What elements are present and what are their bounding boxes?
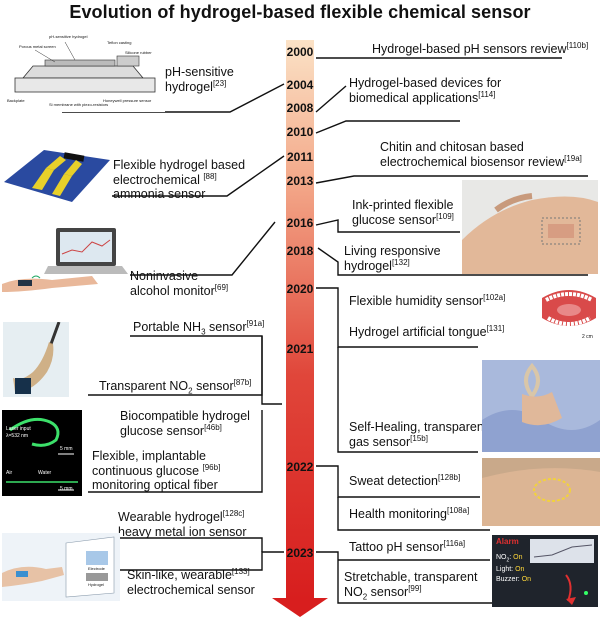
label-skin-like: Skin-like, wearable[133] electrochemical… — [127, 566, 255, 597]
year-2008: 2008 — [286, 101, 314, 115]
connector-lines — [62, 57, 588, 604]
year-2004: 2004 — [286, 78, 314, 92]
label-health: Health monitoring[108a] — [349, 505, 470, 521]
alcohol-monitor-image — [2, 222, 130, 300]
year-2018: 2018 — [286, 244, 314, 258]
label-sweat: Sweat detection[128b] — [349, 472, 461, 488]
label-optical-fiber: Flexible, implantable continuous glucose… — [92, 449, 221, 492]
label-tattoo-ph: Tattoo pH sensor[116a] — [349, 538, 466, 554]
year-2022: 2022 — [286, 460, 314, 474]
alarm-status: NO2: On Light: On Buzzer: On — [496, 554, 532, 584]
label-heavy-metal: Wearable hydrogel[128c] heavy metal ion … — [118, 508, 247, 539]
year-2013: 2013 — [286, 174, 314, 188]
label-artificial-tongue: Hydrogel artificial tongue[131] — [349, 323, 505, 339]
label-chitin-review: Chitin and chitosan based electrochemica… — [380, 140, 582, 169]
tattoo-ph-alarm-image: Alarm NO2: On Light: On Buzzer: On — [492, 535, 598, 607]
label-biomedical: Hydrogel-based devices for biomedical ap… — [349, 76, 502, 105]
ammonia-sensor-image — [2, 138, 112, 204]
timeline-arrow — [272, 40, 328, 617]
label-nh3-sensor: Portable NH3 sensor[91a] — [133, 318, 265, 337]
nh3-no2-sensor-image — [3, 322, 69, 397]
label-living-hydrogel: Living responsive hydrogel[132] — [344, 244, 441, 273]
label-humidity: Flexible humidity sensor[102a] — [349, 292, 506, 308]
ph-hydrogel-device-diagram: pH-sensitive hydrogel Porous metal scree… — [5, 30, 165, 112]
sweat-detection-image — [482, 458, 600, 526]
year-2021: 2021 — [286, 342, 314, 356]
label-alcohol-monitor: Noninvasive alcohol monitor[69] — [130, 269, 229, 298]
year-2000: 2000 — [286, 45, 314, 59]
skin-like-sensor-image: Electrode Hydrogel — [2, 533, 120, 601]
figure-title: Evolution of hydrogel-based flexible che… — [69, 2, 531, 22]
label-ph-review: Hydrogel-based pH sensors review[110b] — [372, 40, 589, 56]
year-2010: 2010 — [286, 125, 314, 139]
label-no2-sensor: Transparent NO2 sensor[87b] — [99, 377, 252, 396]
year-2016: 2016 — [286, 216, 314, 230]
label-ammonia-sensor: Flexible hydrogel based electrochemical … — [113, 158, 246, 201]
label-stretchable: Stretchable, transparent NO2 sensor[99] — [344, 570, 478, 601]
year-2023: 2023 — [286, 546, 314, 560]
artificial-tongue-image: 2 cm — [538, 278, 600, 346]
year-2011: 2011 — [286, 150, 314, 164]
label-hydrogel-glucose: Biocompatible hydrogel glucose sensor[46… — [120, 409, 250, 438]
ink-glucose-hand-image — [462, 180, 598, 274]
optical-fiber-image: Laser input λ=532 nm 5 mm Air Water 5 mm — [2, 410, 82, 496]
year-2020: 2020 — [286, 282, 314, 296]
self-healing-sensor-image — [482, 360, 600, 452]
label-ink-glucose: Ink-printed flexible glucose sensor[109] — [352, 198, 454, 227]
label-self-healing: Self-Healing, transparent gas sensor[15b… — [349, 420, 488, 449]
label-ph-hydrogel: pH-sensitive hydrogel[23] — [165, 65, 234, 94]
